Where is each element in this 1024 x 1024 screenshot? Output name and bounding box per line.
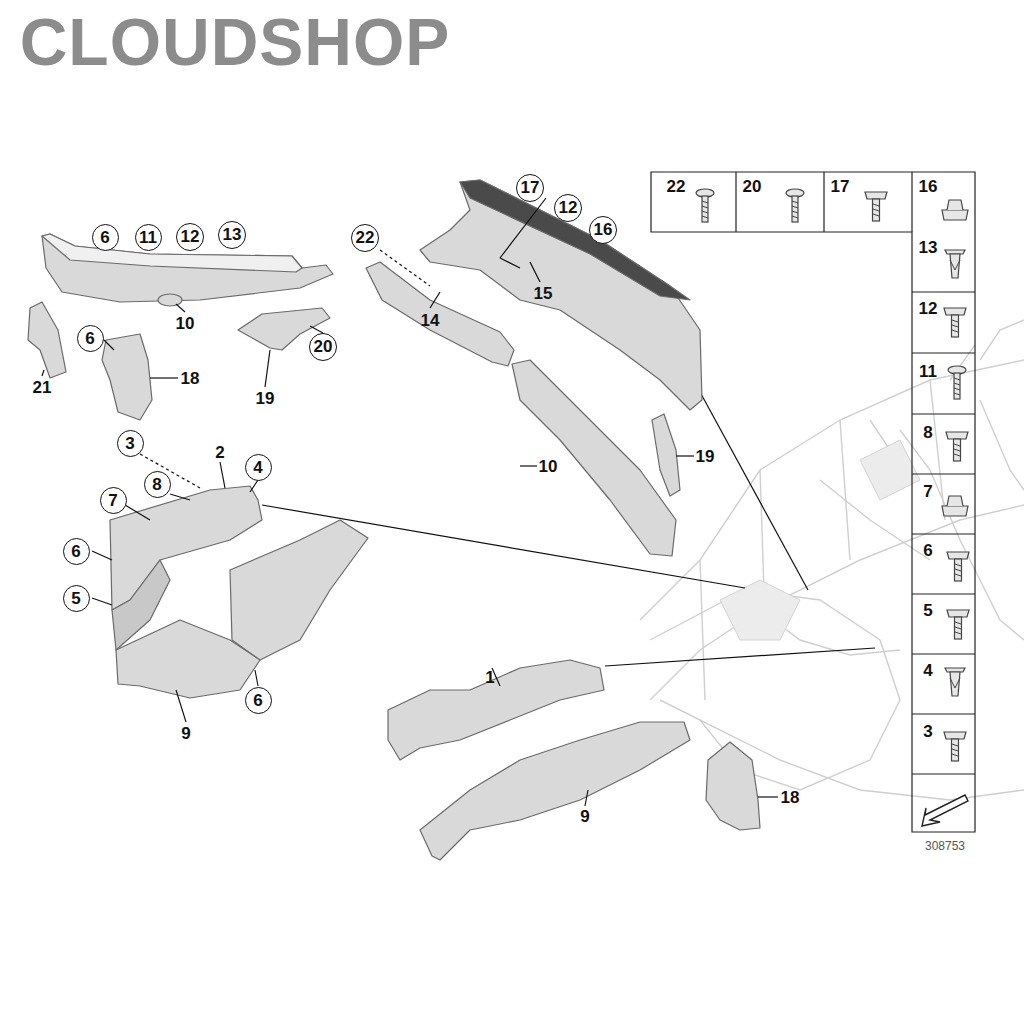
- part-number: 5: [923, 602, 932, 619]
- part-number: 21: [33, 379, 52, 396]
- part-number: 22: [667, 178, 686, 195]
- part-number: 20: [743, 178, 762, 195]
- part-number: 17: [831, 178, 850, 195]
- part-number: 18: [781, 789, 800, 806]
- part-number: 4: [923, 662, 932, 679]
- callout-number: 16: [594, 221, 613, 238]
- part-number: 18: [181, 370, 200, 387]
- callout-number: 6: [85, 330, 94, 347]
- part-number: 2: [215, 444, 224, 461]
- part-number: 9: [181, 725, 190, 742]
- callout-circle: 17: [516, 174, 544, 202]
- callout-circle: 6: [63, 538, 90, 565]
- callout-number: 17: [521, 179, 540, 196]
- callout-circle: 7: [100, 487, 127, 514]
- callout-circle: 12: [176, 223, 204, 251]
- callout-number: 7: [108, 492, 117, 509]
- callout-number: 12: [181, 228, 200, 245]
- part-number: 11: [919, 363, 937, 380]
- callout-number: 6: [100, 229, 109, 246]
- callout-circle: 12: [554, 194, 582, 222]
- callout-number: 11: [139, 229, 157, 246]
- callout-circle: 22: [351, 224, 379, 252]
- callout-circle: 4: [245, 454, 272, 481]
- part-number: 3: [923, 723, 932, 740]
- callout-circle: 6: [92, 224, 119, 251]
- callout-number: 8: [152, 476, 161, 493]
- part-number: 10: [539, 458, 558, 475]
- part-number: 14: [421, 312, 440, 329]
- callout-number: 4: [253, 459, 262, 476]
- part-number: 19: [256, 390, 275, 407]
- diagram-number: 308753: [925, 840, 965, 852]
- callout-circle: 6: [77, 325, 104, 352]
- part-number: 9: [580, 808, 589, 825]
- callout-number: 22: [356, 229, 375, 246]
- callout-circle: 20: [309, 333, 337, 361]
- part-number: 15: [534, 285, 553, 302]
- callout-number: 3: [125, 435, 134, 452]
- part-number: 10: [176, 315, 195, 332]
- callout-circle: 6: [245, 687, 272, 714]
- callout-number: 5: [71, 590, 80, 607]
- part-number: 19: [696, 448, 715, 465]
- callout-number: 13: [223, 226, 242, 243]
- part-number: 12: [919, 300, 938, 317]
- callout-circle: 5: [63, 585, 90, 612]
- callout-circle: 8: [144, 471, 171, 498]
- part-number: 1: [485, 669, 494, 686]
- callout-circle: 16: [589, 216, 617, 244]
- part-number: 6: [923, 542, 932, 559]
- part-number: 13: [919, 239, 938, 256]
- callout-number: 12: [559, 199, 578, 216]
- callout-number: 20: [314, 338, 333, 355]
- part-number: 16: [919, 178, 938, 195]
- callout-circle: 3: [117, 430, 144, 457]
- callout-number: 6: [253, 692, 262, 709]
- part-number: 8: [923, 424, 932, 441]
- callout-number: 6: [71, 543, 80, 560]
- callout-circle: 13: [218, 221, 246, 249]
- watermark: CLOUDSHOP: [20, 9, 451, 75]
- part-number: 7: [923, 483, 932, 500]
- callout-circle: 11: [135, 224, 162, 251]
